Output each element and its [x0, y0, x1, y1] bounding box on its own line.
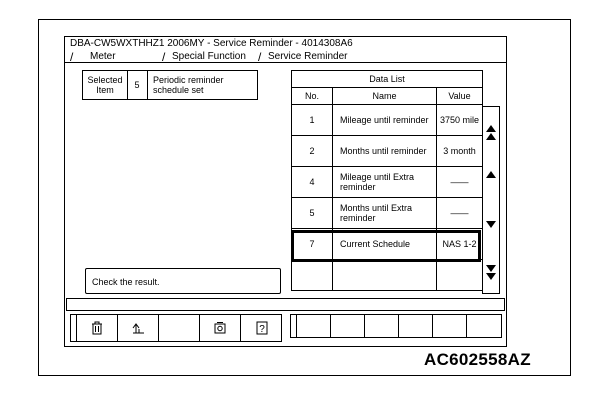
page-up-button[interactable] — [486, 125, 496, 140]
trash-icon — [92, 321, 102, 335]
data-list-title: Data List — [291, 70, 483, 88]
table-row[interactable]: 5 Months until Extra reminder —— — [291, 197, 483, 229]
row-no: 1 — [291, 104, 333, 136]
tab-special-function[interactable]: Special Function — [172, 51, 246, 62]
row-name: Months until Extra reminder — [332, 197, 437, 229]
figure-code: AC602558AZ — [424, 350, 531, 369]
table-row-selected[interactable]: 7 Current Schedule NAS 1-2 — [291, 228, 483, 260]
arrow-up-icon — [486, 125, 496, 132]
row-value: NAS 1-2 — [436, 228, 483, 260]
return-icon — [132, 323, 144, 334]
status-bar — [66, 298, 505, 311]
page-down-button[interactable] — [486, 265, 496, 280]
toolbar-left: ? — [70, 314, 282, 342]
function-key-6[interactable] — [467, 315, 501, 337]
trash-button[interactable] — [77, 315, 118, 341]
function-key-1[interactable] — [297, 315, 331, 337]
settings-button[interactable] — [200, 315, 241, 341]
svg-text:?: ? — [259, 324, 265, 335]
table-row-empty — [291, 259, 483, 291]
row-name: Months until reminder — [332, 135, 437, 167]
row-value: —— — [436, 166, 483, 198]
scroll-down-button[interactable] — [486, 221, 496, 228]
tab-meter[interactable]: Meter — [90, 51, 116, 62]
column-header-name: Name — [332, 87, 437, 105]
tab-separator: / — [258, 50, 262, 64]
selected-row-highlight — [291, 230, 481, 262]
selected-item-number: 5 — [134, 80, 140, 90]
row-name: Current Schedule — [332, 228, 437, 260]
column-header-no: No. — [291, 87, 333, 105]
row-value: 3 month — [436, 135, 483, 167]
tab-separator: / — [162, 50, 166, 64]
column-header-value: Value — [436, 87, 483, 105]
message-box: Check the result. — [85, 268, 281, 294]
help-button[interactable]: ? — [241, 315, 282, 341]
return-button[interactable] — [118, 315, 159, 341]
function-key-4[interactable] — [399, 315, 433, 337]
function-key-3[interactable] — [365, 315, 399, 337]
row-no: 2 — [291, 135, 333, 167]
toolbar-edge — [291, 315, 297, 337]
function-key-2[interactable] — [331, 315, 365, 337]
tab-service-reminder[interactable]: Service Reminder — [268, 51, 348, 62]
help-icon: ? — [256, 321, 267, 335]
arrow-down-icon — [486, 265, 496, 272]
window-title: DBA-CW5WXTHHZ1 2006MY - Service Reminder… — [70, 38, 353, 49]
toolbar-right — [290, 314, 502, 338]
toolbar-edge — [71, 315, 77, 341]
figure-frame — [38, 19, 571, 376]
function-key-5[interactable] — [433, 315, 467, 337]
divider — [127, 71, 128, 99]
row-value: —— — [436, 197, 483, 229]
arrow-down-icon — [486, 273, 496, 280]
row-value: 3750 mile — [436, 104, 483, 136]
selected-item-label: Selected Item — [87, 75, 123, 95]
blank-button[interactable] — [159, 315, 200, 341]
data-list: Data List No. Name Value 1 Mileage until… — [291, 70, 483, 291]
divider — [147, 71, 148, 99]
selected-item-description: Periodic reminder schedule set — [153, 75, 224, 95]
table-row[interactable]: 4 Mileage until Extra reminder —— — [291, 166, 483, 198]
scroll-up-button[interactable] — [486, 171, 496, 178]
selected-item-box: Selected Item 5 Periodic reminder schedu… — [82, 70, 258, 100]
arrow-up-icon — [486, 133, 496, 140]
row-no: 4 — [291, 166, 333, 198]
table-row[interactable]: 2 Months until reminder 3 month — [291, 135, 483, 167]
table-row[interactable]: 1 Mileage until reminder 3750 mile — [291, 104, 483, 136]
row-name: Mileage until Extra reminder — [332, 166, 437, 198]
row-name: Mileage until reminder — [332, 104, 437, 136]
scrollbar[interactable] — [482, 106, 500, 294]
row-no: 5 — [291, 197, 333, 229]
settings-box-icon — [214, 322, 226, 334]
tab-separator: / — [70, 50, 74, 64]
tab-strip-line — [65, 62, 506, 63]
